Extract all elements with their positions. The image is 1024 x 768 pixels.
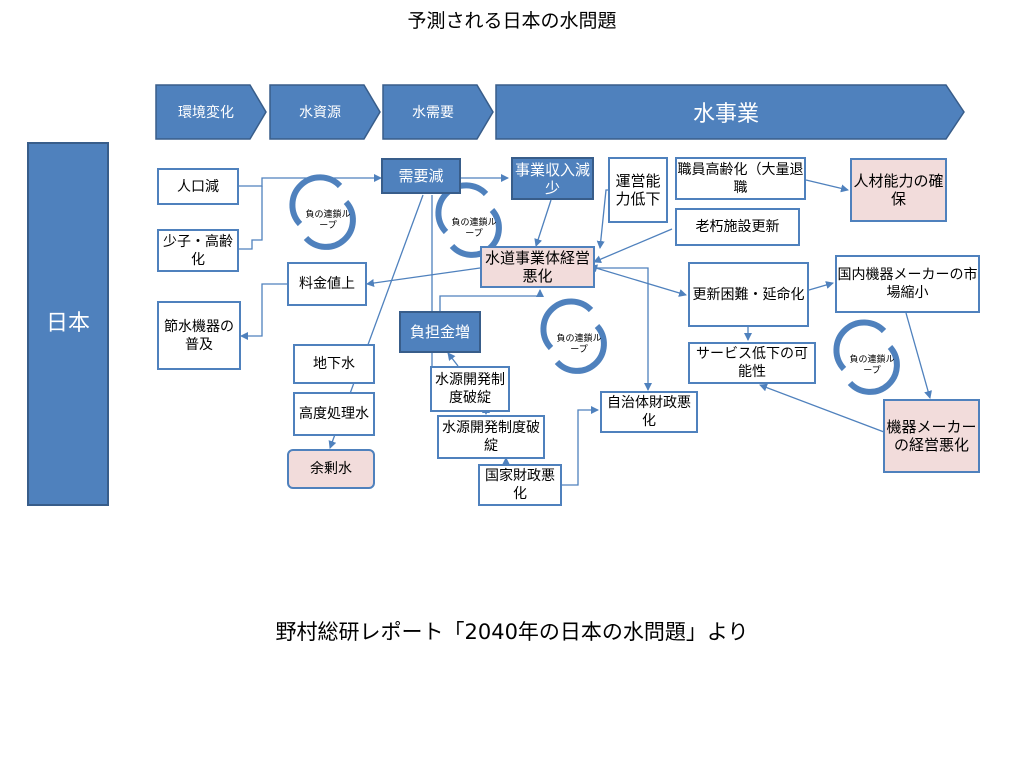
page-title: 予測される日本の水問題	[407, 10, 617, 32]
node-price-up: 料金値上	[287, 262, 367, 306]
node-dev-system-2: 水源開発制度破綻	[437, 415, 545, 459]
node-demand-decline: 需要減	[381, 158, 461, 194]
node-aging-facilities: 老朽施設更新	[675, 208, 800, 246]
loop-icon-1	[289, 174, 356, 250]
loop-label-2: 負の連鎖ループ	[451, 218, 497, 239]
node-dev-system-1: 水源開発制度破綻	[430, 366, 510, 412]
loop-label-1: 負の連鎖ループ	[305, 210, 351, 231]
node-utility-mgmt: 水道事業体経営悪化	[480, 246, 595, 288]
loop-icon-3	[540, 298, 607, 374]
stage-arrow-4	[495, 84, 965, 140]
stage-label-resource: 水資源	[299, 105, 341, 121]
loop-label-3: 負の連鎖ループ	[556, 334, 602, 355]
node-groundwater: 地下水	[293, 344, 375, 384]
node-water-saving: 節水機器の普及	[157, 301, 241, 370]
source-caption: 野村総研レポート「2040年の日本の水問題」より	[275, 620, 749, 644]
stage-arrow-2	[269, 84, 381, 140]
node-staff-aging: 職員高齢化（大量退職	[675, 157, 806, 200]
node-service-decline: サービス低下の可能性	[688, 342, 816, 384]
node-local-finance: 自治体財政悪化	[600, 391, 698, 433]
node-aging: 少子・高齢化	[157, 229, 239, 272]
stage-label-demand: 水需要	[412, 105, 454, 121]
node-ops-capacity: 運営能力低下	[608, 157, 668, 223]
node-population-decline: 人口減	[157, 168, 239, 205]
node-burden: 負担金増	[399, 311, 481, 353]
loop-label-4: 負の連鎖ループ	[849, 355, 895, 376]
node-surplus: 余剰水	[287, 449, 375, 489]
loop-icon-4	[833, 319, 900, 395]
japan-label: 日本	[27, 142, 109, 506]
node-talent: 人材能力の確保	[850, 158, 947, 222]
node-revenue-decline: 事業収入減少	[511, 157, 594, 200]
node-advanced-treatment: 高度処理水	[293, 392, 375, 436]
stage-arrow-1	[155, 84, 267, 140]
stage-arrow-3	[382, 84, 494, 140]
node-domestic-makers: 国内機器メーカーの市場縮小	[835, 255, 980, 313]
stage-label-business: 水事業	[692, 102, 759, 127]
node-renewal: 更新困難・延命化	[688, 262, 809, 327]
node-maker-mgmt: 機器メーカーの経営悪化	[883, 399, 980, 473]
node-national-finance: 国家財政悪化	[478, 464, 562, 506]
stage-label-env: 環境変化	[178, 105, 234, 121]
